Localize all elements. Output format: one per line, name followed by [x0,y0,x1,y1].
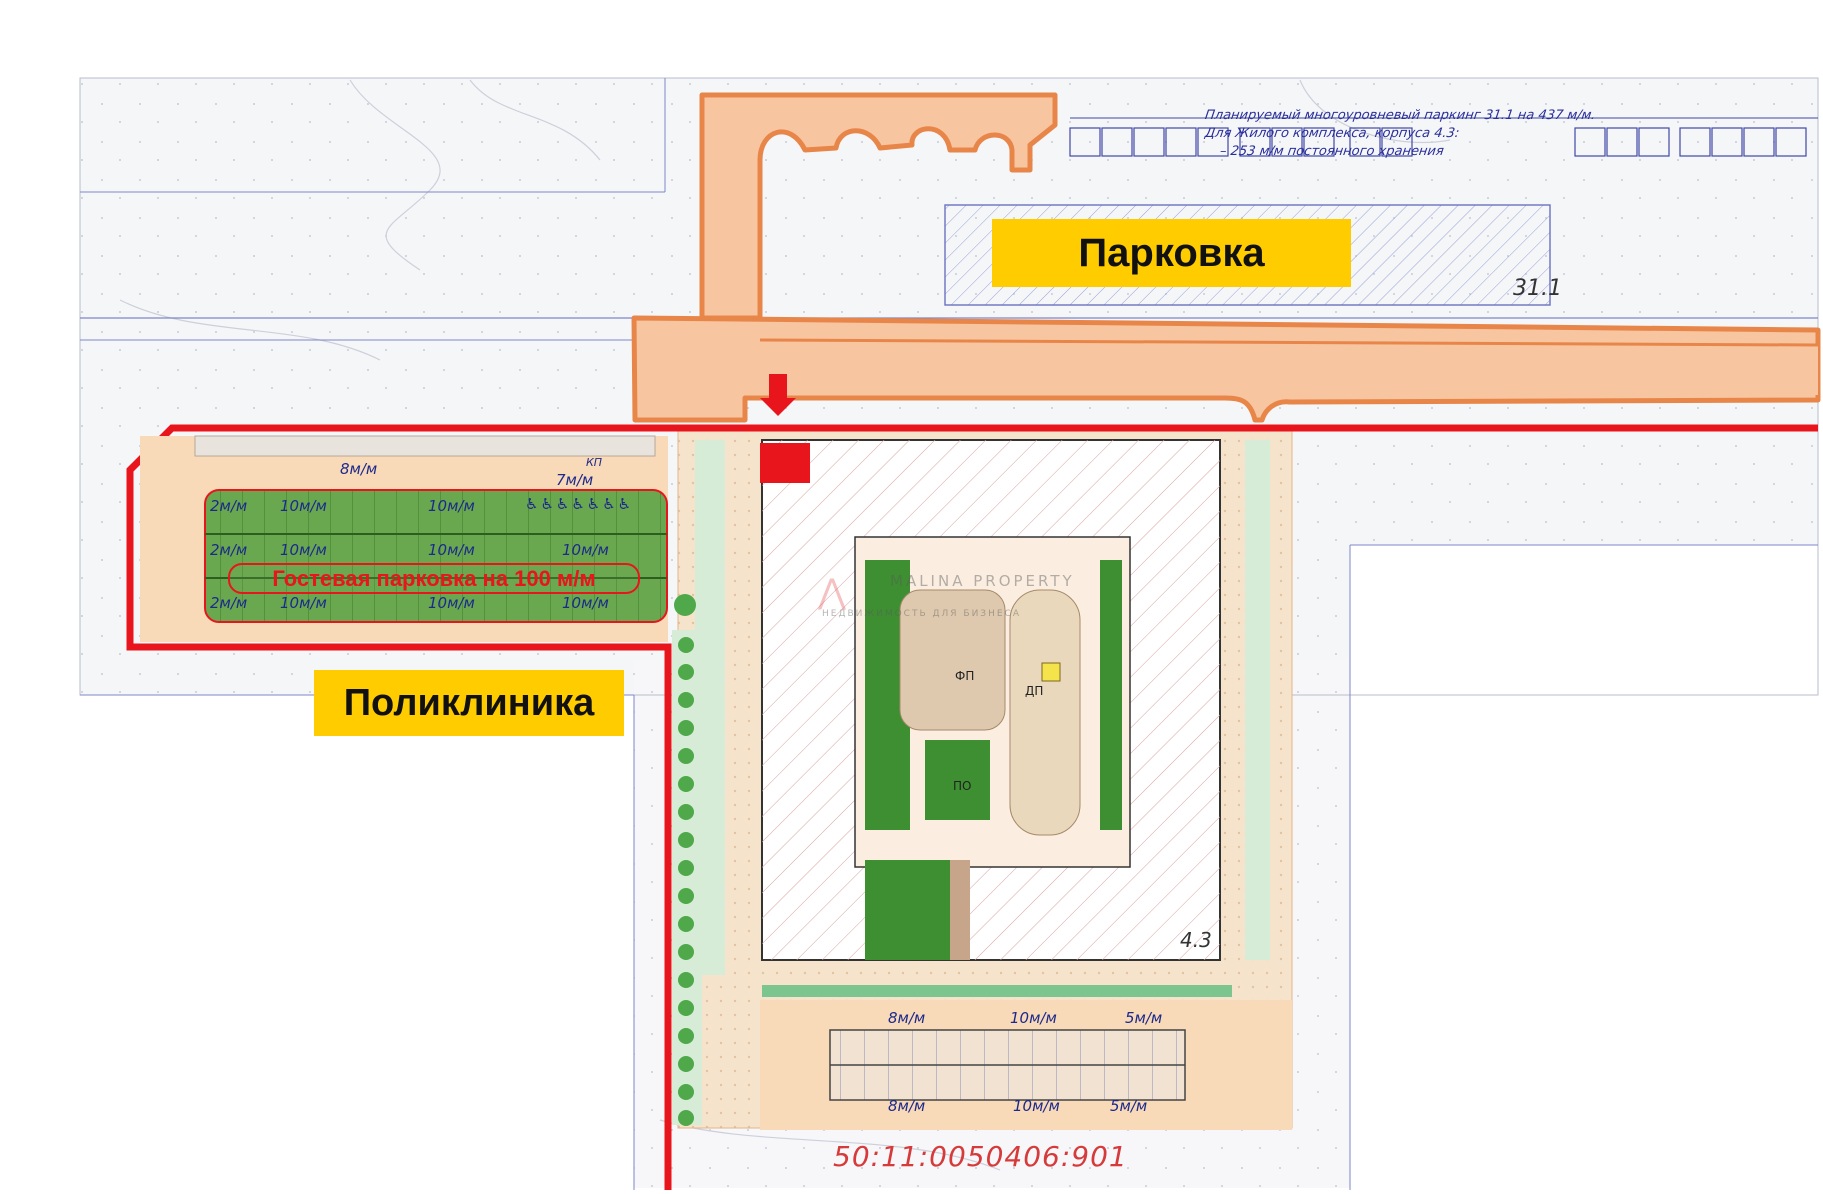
lot-r3c4: 10м/м [562,594,609,612]
watermark-tagline: НЕДВИЖИМОСТЬ ДЛЯ БИЗНЕСА [822,609,1021,619]
courtyard-label-dp: ДП [1025,684,1043,698]
courtyard-label-po: ПО [953,779,971,793]
south-bot-b: 10м/м [1013,1097,1060,1115]
garage-note-line1: Планируемый многоуровневый паркинг 31.1 … [1203,108,1597,123]
wheelchair-icon: ♿♿♿♿♿♿♿ [525,495,634,513]
south-top-c: 5м/м [1125,1009,1163,1027]
lot-r2c2: 10м/м [280,541,327,559]
malina-logo-icon: ⋀ [818,572,846,612]
site-boundary [126,424,1818,1190]
lot-r2c4: 10м/м [562,541,609,559]
cadastral-number: 50:11:0050406:901 [833,1140,1128,1173]
garage-note-line3: – 253 м/м постоянного хранения [1218,144,1445,159]
south-bot-c: 5м/м [1110,1097,1148,1115]
guest-top-label-b: 7м/м [556,471,594,489]
watermark-name: MALINA PROPERTY [890,572,1075,590]
lot-r2c3: 10м/м [428,541,475,559]
garage-building-number: 31.1 [1513,276,1562,301]
red-arrow-down-icon [760,374,810,483]
residential-site: ФП ДП ПО [672,427,1293,1129]
lot-r1c1: 2м/м [210,497,248,515]
lot-r3c2: 10м/м [280,594,327,612]
lot-r3c3: 10м/м [428,594,475,612]
clinic-callout: Поликлиника [314,670,624,736]
lot-r1c2: 10м/м [280,497,327,515]
residential-building-number: 4.3 [1180,928,1212,952]
south-top-a: 8м/м [888,1009,926,1027]
south-top-b: 10м/м [1010,1009,1057,1027]
guest-parking-label: Гостевая парковка на 100 м/м [228,563,640,594]
lot-r2c1: 2м/м [210,541,248,559]
guest-top-label-a: 8м/м [340,460,378,478]
garage-note-line2: Для Жилого комплекса, корпуса 4.3: [1203,126,1461,141]
lot-r1c3: 10м/м [428,497,475,515]
parking-callout: Парковка [992,219,1351,287]
south-bot-a: 8м/м [888,1097,926,1115]
courtyard-label-fp: ФП [955,669,974,683]
guest-parking-lot [140,435,668,642]
lot-r3c1: 2м/м [210,594,248,612]
kp-label: КП [586,456,603,469]
south-parking [760,1000,1292,1130]
